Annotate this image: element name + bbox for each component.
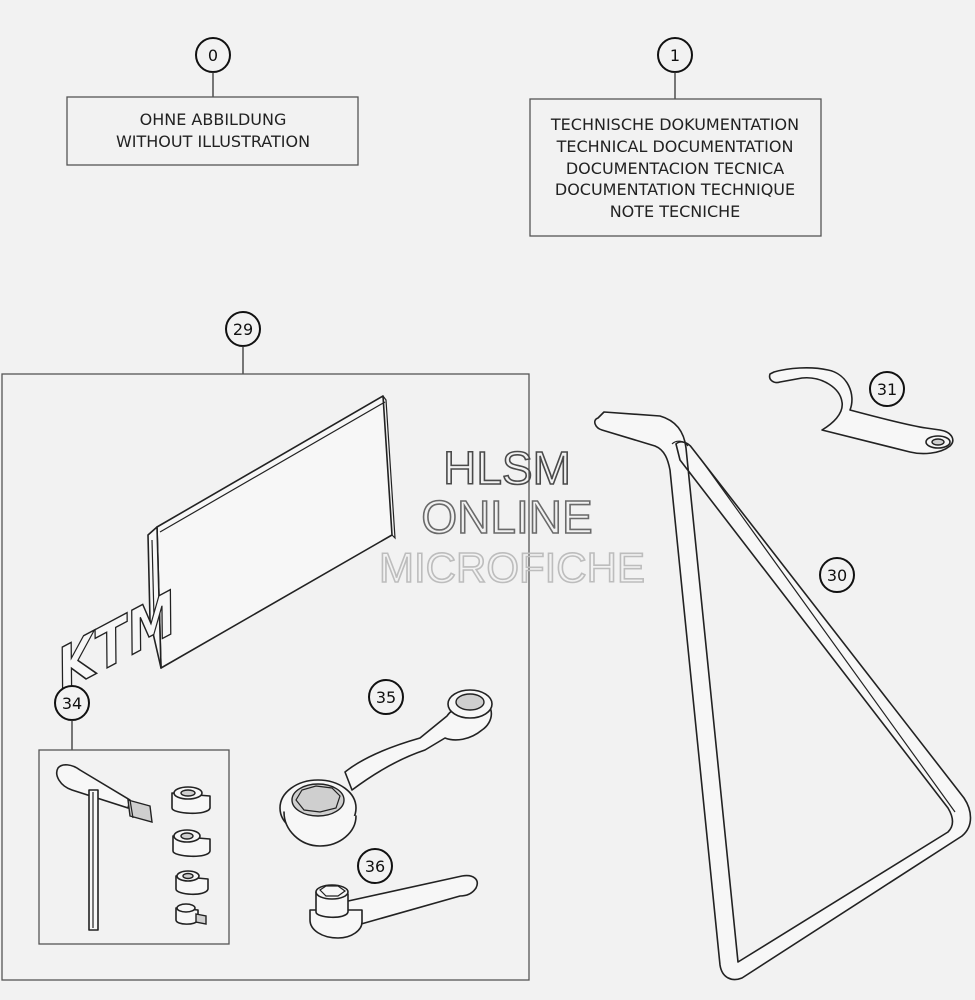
callout-35-label: 35 — [376, 688, 396, 707]
watermark-line3: MICROFICHE — [379, 544, 645, 591]
callout-35[interactable]: 35 — [368, 679, 404, 715]
callout-34[interactable]: 34 — [54, 685, 90, 721]
callout-0[interactable]: 0 — [195, 37, 231, 73]
callout-1-label: 1 — [670, 46, 680, 65]
callout-29-label: 29 — [233, 320, 253, 339]
watermark-line1: HLSM — [443, 442, 571, 494]
watermark: HLSM ONLINE MICROFICHE — [378, 441, 646, 592]
box-without-illustration: OHNE ABBILDUNG WITHOUT ILLUSTRATION — [66, 96, 359, 166]
box1-line5: NOTE TECNICHE — [610, 202, 741, 221]
box0-line1: OHNE ABBILDUNG — [140, 110, 287, 129]
callout-36[interactable]: 36 — [357, 848, 393, 884]
box0-line2: WITHOUT ILLUSTRATION — [116, 132, 310, 151]
socket-2 — [172, 829, 211, 858]
callout-34-label: 34 — [62, 694, 82, 713]
box1-line4: DOCUMENTATION TECHNIQUE — [555, 180, 795, 199]
callout-30-label: 30 — [827, 566, 847, 585]
callout-29[interactable]: 29 — [225, 311, 261, 347]
callout-31-label: 31 — [877, 380, 897, 399]
hex-sockets[interactable] — [171, 786, 211, 925]
box1-line3: DOCUMENTACION TECNICA — [566, 159, 784, 178]
callout-31[interactable]: 31 — [869, 371, 905, 407]
side-stand[interactable] — [593, 411, 972, 981]
socket-4 — [175, 903, 207, 925]
box-technical-documentation: TECHNISCHE DOKUMENTATION TECHNICAL DOCUM… — [529, 98, 822, 237]
tool-pouch[interactable]: KTM — [52, 395, 396, 707]
watermark-line2: ONLINE — [421, 491, 592, 543]
callout-1[interactable]: 1 — [657, 37, 693, 73]
socket-3 — [175, 870, 209, 896]
callout-36-label: 36 — [365, 857, 385, 876]
callout-30[interactable]: 30 — [819, 557, 855, 593]
t-handle-hex-key[interactable] — [56, 764, 153, 931]
ring-spanner[interactable] — [279, 689, 493, 847]
socket-1 — [171, 786, 211, 815]
box1-line2: TECHNICAL DOCUMENTATION — [556, 137, 794, 156]
socket-wrench[interactable] — [309, 874, 478, 939]
box1-line1: TECHNISCHE DOKUMENTATION — [550, 115, 799, 134]
tool-kit-frame — [1, 373, 530, 981]
hex-key-set-frame — [38, 749, 230, 945]
hook-spanner[interactable] — [768, 367, 954, 455]
callout-0-label: 0 — [208, 46, 218, 65]
